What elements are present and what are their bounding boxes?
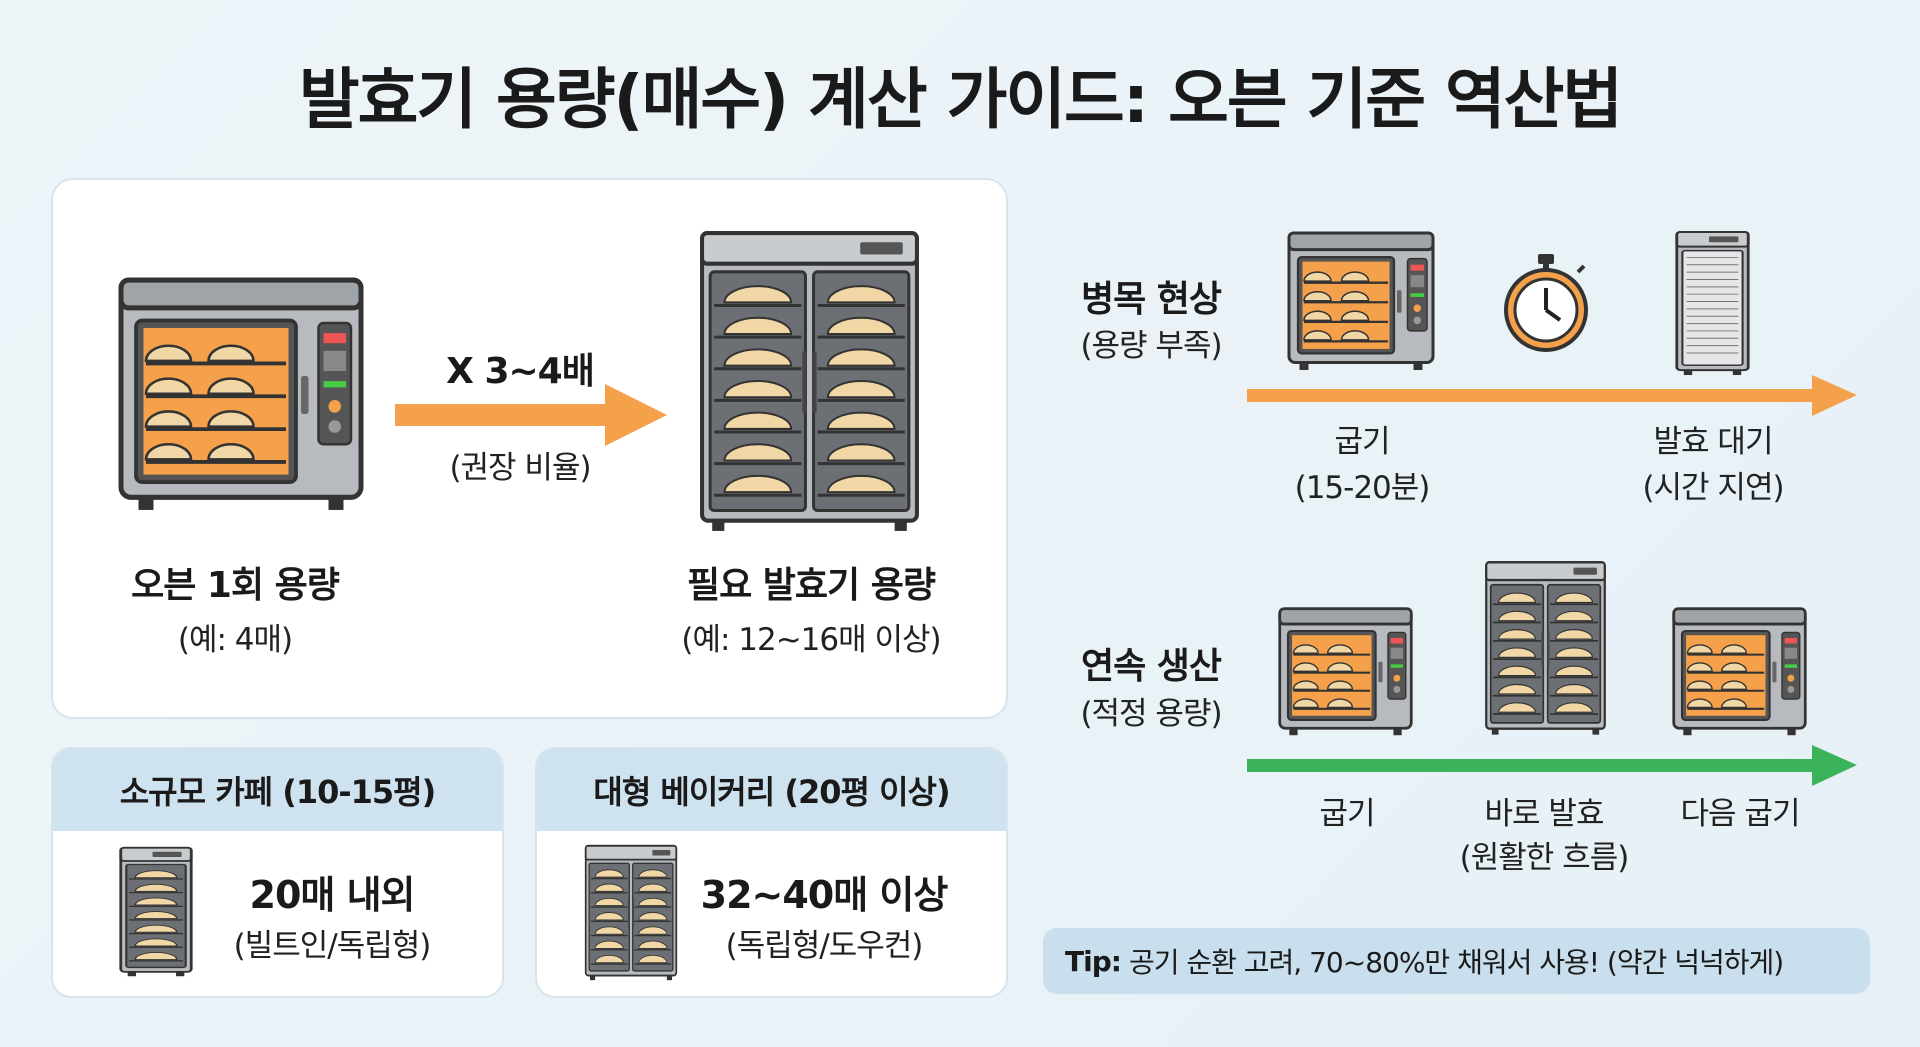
continuous-subtitle: (적정 용량) bbox=[1080, 696, 1222, 732]
oven-icon bbox=[116, 275, 366, 515]
proofer-capacity-label: 필요 발효기 용량 bbox=[687, 565, 936, 606]
large-bakery-card: 대형 베이커리 (20평 이상) bbox=[535, 747, 1008, 998]
continuous-step-next-baking: 다음 굽기 bbox=[1680, 796, 1801, 832]
continuous-title: 연속 생산 bbox=[1080, 646, 1222, 687]
double-proofer-icon bbox=[698, 229, 921, 535]
bottleneck-arrow bbox=[1247, 375, 1857, 416]
bottleneck-step-waiting-note: (시간 지연) bbox=[1642, 470, 1784, 506]
tip-banner: Tip: 공기 순환 고려, 70~80%만 채워서 사용! (약간 넉넉하게) bbox=[1043, 928, 1870, 994]
bottleneck-step-waiting: 발효 대기 bbox=[1653, 424, 1774, 460]
oven-icon bbox=[1277, 606, 1414, 738]
card-value: 20매 내외 bbox=[249, 873, 416, 917]
continuous-step-baking: 굽기 bbox=[1319, 796, 1375, 832]
double-proofer-icon bbox=[584, 844, 678, 982]
multiplier-label: X 3~4배 bbox=[446, 351, 595, 392]
continuous-step-proofing: 바로 발효 bbox=[1484, 796, 1605, 832]
card-type: (빌트인/독립형) bbox=[233, 928, 432, 964]
tip-text: 공기 순환 고려, 70~80%만 채워서 사용! (약간 넉넉하게) bbox=[1128, 946, 1784, 979]
oven-capacity-label: 오븐 1회 용량 bbox=[131, 565, 340, 606]
continuous-arrow bbox=[1247, 745, 1857, 786]
card-header: 대형 베이커리 (20평 이상) bbox=[537, 749, 1006, 831]
continuous-step-proofing-note: (원활한 흐름) bbox=[1459, 840, 1630, 876]
oven-icon bbox=[1286, 230, 1436, 373]
card-header: 소규모 카페 (10-15평) bbox=[53, 749, 502, 831]
arrow-right-icon bbox=[395, 384, 667, 446]
stopwatch-icon bbox=[1504, 254, 1588, 352]
double-proofer-icon bbox=[1484, 560, 1607, 737]
card-value: 32~40매 이상 bbox=[700, 873, 949, 917]
page-title: 발효기 용량(매수) 계산 가이드: 오븐 기준 역산법 bbox=[298, 61, 1623, 138]
oven-capacity-example: (예: 4매) bbox=[177, 622, 293, 658]
bottleneck-step-baking-note: (15-20분) bbox=[1294, 470, 1431, 506]
proofer-capacity-example: (예: 12~16매 이상) bbox=[681, 622, 941, 658]
tip-label: Tip: bbox=[1065, 944, 1122, 978]
bottleneck-title: 병목 현상 bbox=[1080, 279, 1222, 320]
bottleneck-subtitle: (용량 부족) bbox=[1080, 328, 1222, 364]
empty-proofer-icon bbox=[1674, 230, 1751, 377]
bottleneck-step-baking: 굽기 bbox=[1334, 424, 1390, 460]
multiplier-note: (권장 비율) bbox=[449, 450, 591, 486]
card-type: (독립형/도우컨) bbox=[725, 928, 924, 964]
single-proofer-icon bbox=[118, 846, 194, 978]
oven-icon bbox=[1671, 606, 1808, 738]
